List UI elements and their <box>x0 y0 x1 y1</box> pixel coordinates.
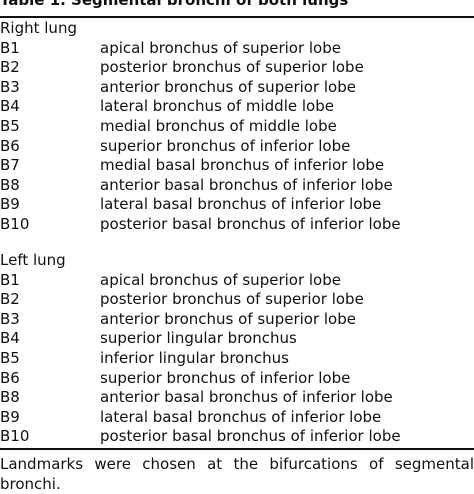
section-left-lung: Left lung B1 apical bronchus of superior… <box>0 251 474 447</box>
segment-code: B8 <box>0 175 20 194</box>
segment-code: B9 <box>0 195 20 214</box>
segment-code: B4 <box>0 97 20 116</box>
segment-name: posterior bronchus of superior lobe <box>100 58 364 77</box>
table-row: B3 anterior bronchus of superior lobe <box>0 310 474 330</box>
segment-name: posterior basal bronchus of inferior lob… <box>100 214 401 233</box>
section-right-lung: Right lung B1 apical bronchus of superio… <box>0 19 474 235</box>
segment-name: anterior basal bronchus of inferior lobe <box>100 388 393 407</box>
segment-name: apical bronchus of superior lobe <box>100 38 341 57</box>
table-row: B8 anterior basal bronchus of inferior l… <box>0 388 474 408</box>
segment-name: anterior bronchus of superior lobe <box>100 77 356 96</box>
segment-code: B5 <box>0 116 20 135</box>
segment-code: B2 <box>0 58 20 77</box>
table-row: B6 superior bronchus of inferior lobe <box>0 369 474 389</box>
segment-name: superior bronchus of inferior lobe <box>100 368 351 387</box>
table-row: B3 anterior bronchus of superior lobe <box>0 78 474 98</box>
segment-code: B1 <box>0 270 20 289</box>
table-row: B10 posterior basal bronchus of inferior… <box>0 427 474 447</box>
section-title-right-lung: Right lung <box>0 19 77 37</box>
table-row: B5 medial bronchus of middle lobe <box>0 117 474 137</box>
table-row: B4 lateral bronchus of middle lobe <box>0 97 474 117</box>
table-row: B8 anterior basal bronchus of inferior l… <box>0 176 474 196</box>
segment-name: inferior lingular bronchus <box>100 348 289 367</box>
segment-name: medial bronchus of middle lobe <box>100 116 337 135</box>
table-row: B9 lateral basal bronchus of inferior lo… <box>0 408 474 428</box>
segment-name: lateral basal bronchus of inferior lobe <box>100 407 382 426</box>
segment-code: B9 <box>0 407 20 426</box>
bottom-rule <box>0 448 474 450</box>
segment-name: anterior basal bronchus of inferior lobe <box>100 175 393 194</box>
segment-code: B10 <box>0 427 30 446</box>
segment-code: B6 <box>0 368 20 387</box>
segment-code: B5 <box>0 348 20 367</box>
segment-name: apical bronchus of superior lobe <box>100 270 341 289</box>
section-title-left-lung: Left lung <box>0 251 66 269</box>
segment-name: posterior bronchus of superior lobe <box>100 290 364 309</box>
segment-code: B6 <box>0 136 20 155</box>
table-footnote: Landmarks were chosen at the bifurcation… <box>0 455 474 493</box>
table-row: B2 posterior bronchus of superior lobe <box>0 58 474 78</box>
segment-name: superior lingular bronchus <box>100 329 297 348</box>
segment-code: B7 <box>0 156 20 175</box>
table-row: B7 medial basal bronchus of inferior lob… <box>0 156 474 176</box>
table-row: B2 posterior bronchus of superior lobe <box>0 290 474 310</box>
segment-name: anterior bronchus of superior lobe <box>100 309 356 328</box>
segment-name: medial basal bronchus of inferior lobe <box>100 156 385 175</box>
segment-code: B4 <box>0 329 20 348</box>
table-row: B1 apical bronchus of superior lobe <box>0 39 474 59</box>
segment-code: B3 <box>0 77 20 96</box>
segment-code: B1 <box>0 38 20 57</box>
segment-name: superior bronchus of inferior lobe <box>100 136 351 155</box>
segment-code: B2 <box>0 290 20 309</box>
table-row: B9 lateral basal bronchus of inferior lo… <box>0 195 474 215</box>
segment-code: B10 <box>0 214 30 233</box>
table-row: B10 posterior basal bronchus of inferior… <box>0 215 474 235</box>
table-row: B6 superior bronchus of inferior lobe <box>0 137 474 157</box>
segment-name: lateral basal bronchus of inferior lobe <box>100 195 382 214</box>
segment-name: lateral bronchus of middle lobe <box>100 97 334 116</box>
table-row: B5 inferior lingular bronchus <box>0 349 474 369</box>
table-row: B1 apical bronchus of superior lobe <box>0 271 474 291</box>
segment-code: B8 <box>0 388 20 407</box>
table-caption: Table 1. Segmental bronchi of both lungs <box>0 0 349 9</box>
segment-code: B3 <box>0 309 20 328</box>
top-rule <box>0 16 474 18</box>
table-row: B4 superior lingular bronchus <box>0 329 474 349</box>
segment-name: posterior basal bronchus of inferior lob… <box>100 427 401 446</box>
